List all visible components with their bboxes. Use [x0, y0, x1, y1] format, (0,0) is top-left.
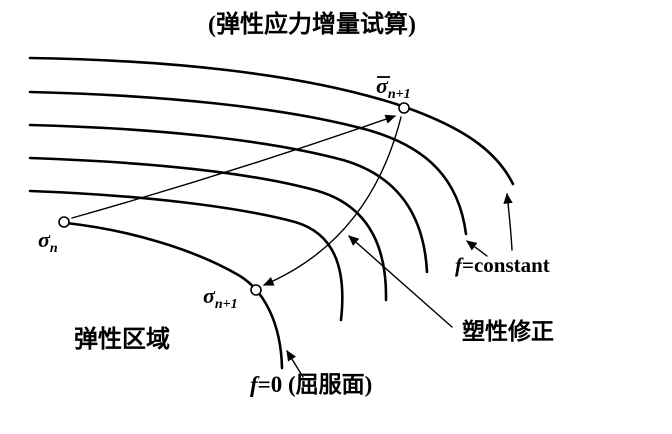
- label-sigma-n: σn: [38, 227, 58, 256]
- plastic-correction-curve: [262, 116, 402, 286]
- f-constant-pointer-arrow-outer: [503, 192, 513, 251]
- yield-contour-2: [28, 90, 468, 236]
- figure-title: (弹性应力增量试算): [208, 10, 416, 38]
- elastic-trial-arrow: [71, 114, 397, 219]
- yield-contour-5: [28, 189, 344, 322]
- yield-surface-f0: [64, 221, 284, 370]
- plastic-correction-pointer-arrow: [348, 235, 453, 328]
- yield-contour-4: [28, 156, 388, 302]
- label-f-zero: f=0 (屈服面): [250, 372, 372, 397]
- yield-contour-1: [28, 56, 515, 186]
- label-sigma-next: σn+1: [203, 283, 238, 312]
- point-sigma-trial: [398, 102, 410, 114]
- yield-contour-3: [28, 123, 429, 274]
- label-plastic-correction: 塑性修正: [462, 318, 554, 344]
- label-elastic-region: 弹性区域: [74, 326, 170, 353]
- label-sigma-trial: σn+1: [376, 73, 411, 102]
- label-f-constant: f=constant: [455, 253, 550, 277]
- point-sigma-n: [58, 216, 70, 228]
- f-constant-pointer-arrow-inner: [466, 240, 488, 257]
- point-sigma-next: [250, 284, 262, 296]
- f-zero-pointer-arrow: [286, 350, 304, 378]
